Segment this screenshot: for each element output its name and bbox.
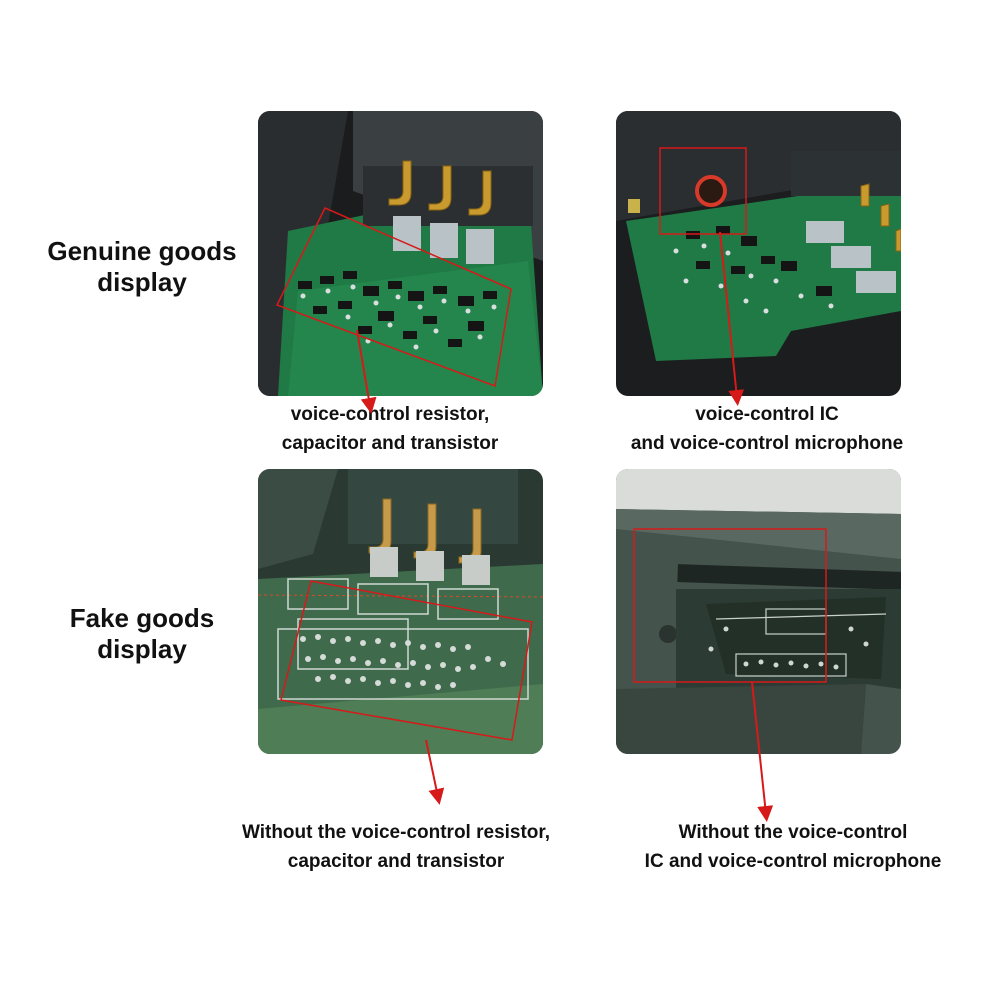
caption-genuine-right-line2: and voice-control microphone [630, 433, 904, 454]
genuine-left-pcb-illustration [258, 111, 543, 396]
caption-fake-left-line1: Without the voice-control resistor, [241, 822, 551, 843]
fake-title-line1: Fake goods [69, 603, 215, 633]
genuine-board-photo-right [616, 111, 901, 396]
fake-title-line2: display [97, 634, 187, 664]
fake-row-title: Fake goods display [22, 603, 262, 665]
caption-genuine-left-line2: capacitor and transistor [281, 433, 499, 454]
fake-board-photo-left [258, 469, 543, 754]
caption-genuine-right: voice-control IC and voice-control micro… [592, 400, 942, 458]
caption-fake-left-line2: capacitor and transistor [287, 851, 505, 872]
caption-fake-right-line1: Without the voice-control [678, 822, 908, 843]
caption-fake-right-line2: IC and voice-control microphone [644, 851, 942, 872]
genuine-right-pcb-illustration [616, 111, 901, 396]
genuine-title-line1: Genuine goods [47, 236, 237, 266]
genuine-row-title: Genuine goods display [22, 236, 262, 298]
caption-fake-left: Without the voice-control resistor, capa… [216, 818, 576, 876]
caption-genuine-left-line1: voice-control resistor, [290, 404, 490, 425]
caption-genuine-right-line1: voice-control IC [695, 404, 839, 425]
genuine-title-line2: display [97, 267, 187, 297]
genuine-board-photo-left [258, 111, 543, 396]
fake-board-photo-right [616, 469, 901, 754]
caption-genuine-left: voice-control resistor, capacitor and tr… [225, 400, 555, 458]
fake-right-pcb-illustration [616, 469, 901, 754]
caption-fake-right: Without the voice-control IC and voice-c… [598, 818, 988, 876]
fake-left-pcb-illustration [258, 469, 543, 754]
